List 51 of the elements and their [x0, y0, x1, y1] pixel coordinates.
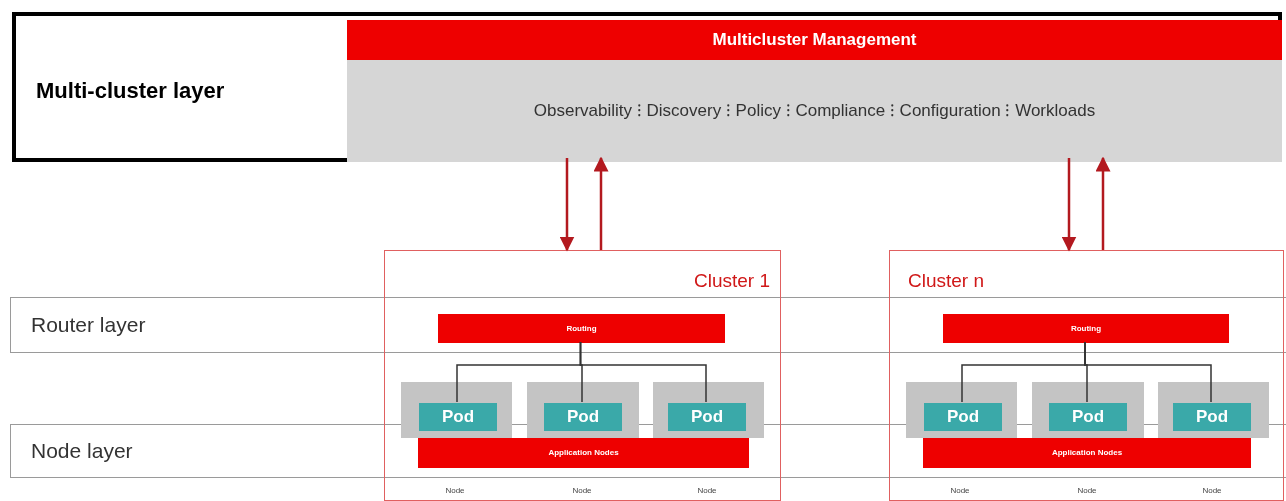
component-bar	[923, 438, 1251, 468]
pod-label: Pod	[566, 406, 600, 429]
pod-box	[1173, 403, 1251, 431]
node-box	[1032, 382, 1144, 438]
arrow	[1061, 158, 1077, 252]
node-caption: Node	[1201, 485, 1223, 497]
layer-title: Multi-cluster layer	[36, 77, 225, 105]
cluster-box	[384, 250, 781, 501]
arrow	[559, 158, 575, 252]
bar-label: Application Nodes	[548, 447, 619, 459]
management-panel	[347, 20, 1282, 162]
node-box	[906, 382, 1017, 438]
layer-label: Node layer	[31, 438, 133, 465]
node-caption: Node	[444, 485, 466, 497]
pod-box	[924, 403, 1002, 431]
connector-line	[1084, 341, 1212, 403]
node-caption: Node	[696, 485, 718, 497]
pod-label: Pod	[690, 406, 724, 429]
panel-header: Multicluster Management	[347, 20, 1282, 60]
capability-list: Observability ⁝ Discovery ⁝ Policy ⁝ Compliance ⁝ Configuration ⁝ Workloads	[347, 60, 1282, 162]
component-bar	[418, 438, 749, 468]
layer-box	[12, 12, 1282, 162]
layer-band	[10, 297, 384, 353]
pod-box	[1049, 403, 1127, 431]
pod-box	[544, 403, 622, 431]
bar-label: Routing	[566, 322, 597, 335]
component-bar	[943, 314, 1229, 343]
node-box	[653, 382, 764, 438]
node-caption: Node	[1076, 485, 1098, 497]
node-box	[1158, 382, 1269, 438]
cluster-label: Cluster n	[908, 269, 985, 293]
bar-label: Routing	[1070, 322, 1102, 335]
bar-label: Application Nodes	[1051, 447, 1123, 459]
connector-line	[579, 341, 707, 403]
pod-box	[419, 403, 497, 431]
pod-box	[668, 403, 746, 431]
pod-label: Pod	[1195, 406, 1229, 429]
arrow	[1095, 156, 1111, 250]
node-box	[527, 382, 639, 438]
cluster-label: Cluster 1	[693, 269, 770, 293]
cluster-box	[889, 250, 1284, 501]
pod-label: Pod	[1071, 406, 1105, 429]
component-bar	[438, 314, 725, 343]
node-caption: Node	[949, 485, 971, 497]
layer-band	[10, 424, 384, 478]
node-box	[401, 382, 512, 438]
pod-label: Pod	[946, 406, 980, 429]
pod-label: Pod	[441, 406, 475, 429]
arrow	[593, 156, 609, 250]
node-caption: Node	[571, 485, 593, 497]
layer-label: Router layer	[31, 312, 146, 339]
